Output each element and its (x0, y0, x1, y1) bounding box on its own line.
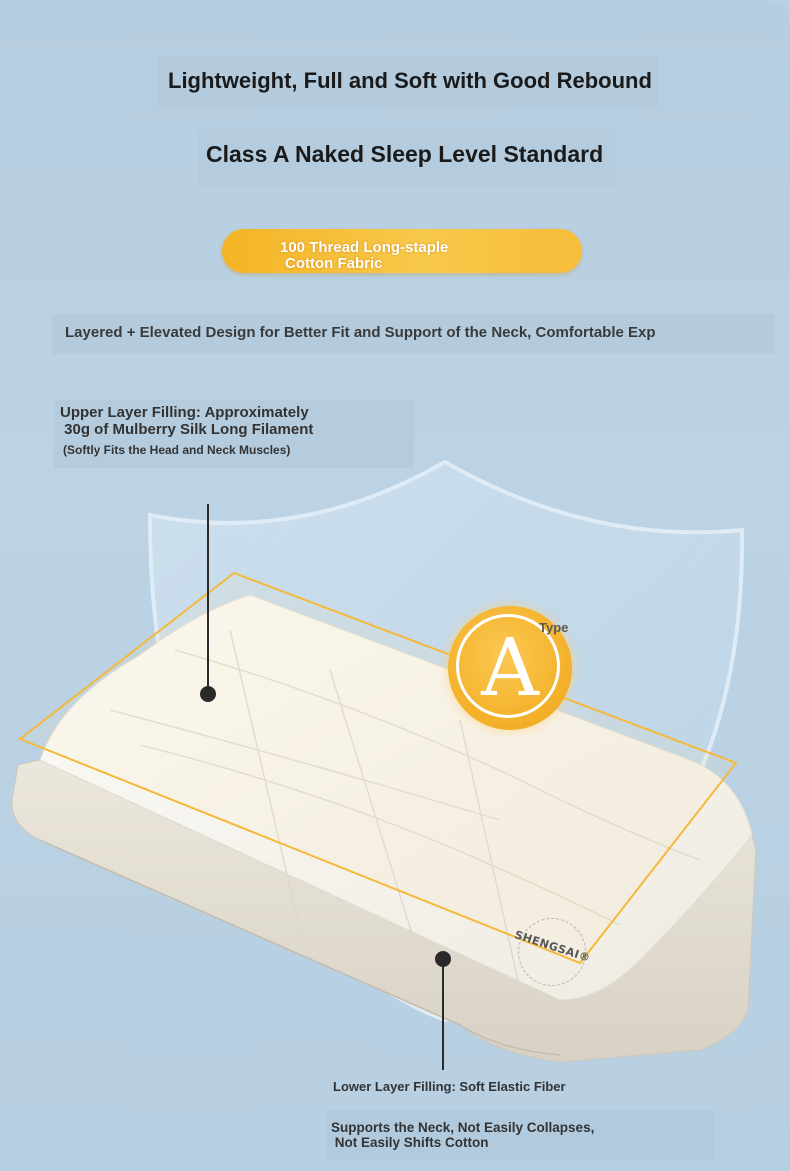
lower-layer-subtitle: Supports the Neck, Not Easily Collapses,… (331, 1120, 594, 1150)
pillow-lower-layer (11, 759, 757, 1063)
fabric-pill (222, 229, 582, 273)
headline-secondary: Class A Naked Sleep Level Standard (198, 128, 616, 186)
design-banner-text: Layered + Elevated Design for Better Fit… (65, 324, 656, 341)
leader-dot-icon (200, 686, 216, 702)
grade-a-badge-label: Type (539, 620, 569, 635)
upper-layer-title: Upper Layer Filling: Approximately 30g o… (60, 404, 313, 438)
pillow-upper-layer (39, 594, 753, 1001)
highlight-frame (18, 571, 738, 965)
upper-layer-subtitle: (Softly Fits the Head and Neck Muscles) (63, 443, 291, 457)
upper-layer-callout-box (54, 400, 414, 468)
lower-layer-subtitle-line1: Supports the Neck, Not Easily Collapses, (331, 1120, 595, 1135)
lower-layer-title: Lower Layer Filling: Soft Elastic Fiber (333, 1079, 566, 1094)
fabric-pill-line1: 100 Thread Long-staple (280, 239, 449, 256)
upper-layer-title-line2: 30g of Mulberry Silk Long Filament (60, 421, 314, 438)
grade-a-badge-ring (456, 614, 560, 718)
design-banner: Layered + Elevated Design for Better Fit… (52, 314, 774, 354)
leader-dot-icon (435, 951, 451, 967)
grade-a-badge-letter: A (481, 621, 539, 714)
fabric-pill-text: 100 Thread Long-staple Cotton Fabric (280, 240, 520, 272)
headline-primary: Lightweight, Full and Soft with Good Reb… (158, 56, 658, 110)
lower-layer-callout-box (327, 1110, 715, 1160)
upper-layer-title-line1: Upper Layer Filling: Approximately (60, 404, 309, 421)
lower-layer-subtitle-line2: Not Easily Shifts Cotton (331, 1135, 489, 1150)
fabric-pill-line2: Cotton Fabric (285, 255, 383, 272)
